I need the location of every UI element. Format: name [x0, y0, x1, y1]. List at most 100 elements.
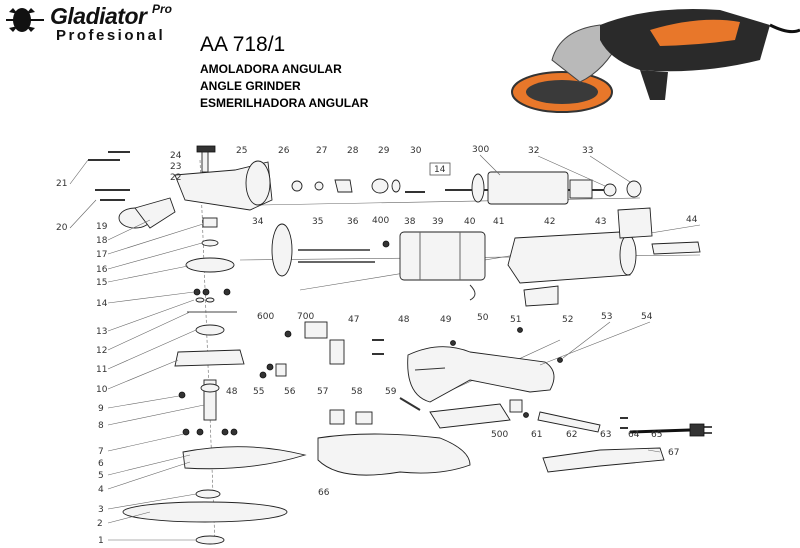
part-label-21: 21 — [56, 179, 67, 189]
part-label-12: 12 — [96, 346, 107, 356]
part-label-16: 16 — [96, 265, 108, 275]
nut-36 — [382, 240, 390, 248]
part-label-57: 57 — [317, 387, 328, 397]
model-number: AA 718/1 — [200, 33, 286, 56]
part-label-500: 500 — [491, 430, 508, 440]
cord-guard-62 — [523, 411, 601, 433]
part-label-5: 5 — [98, 471, 104, 481]
brand-name: Gladiator — [50, 3, 147, 29]
part-label-39: 39 — [432, 217, 444, 227]
part-label-43: 43 — [595, 217, 606, 227]
part-label-35: 35 — [312, 217, 323, 227]
pin-44 — [651, 241, 701, 255]
part-label-59: 59 — [385, 387, 397, 397]
gear-16 — [185, 257, 235, 273]
part-label-32: 32 — [528, 146, 539, 156]
wheel-guard-4 — [182, 446, 307, 470]
part-label-65: 65 — [651, 430, 662, 440]
part-label-17: 17 — [96, 250, 107, 260]
part-label-14-top: 14 — [434, 165, 446, 175]
lock-parts — [329, 397, 421, 425]
key-9 — [178, 391, 186, 399]
part-label-51: 51 — [510, 315, 521, 325]
part-label-7: 7 — [98, 447, 104, 457]
leader-lines — [69, 154, 661, 541]
part-label-47: 47 — [348, 315, 359, 325]
motor-housing-42 — [507, 231, 637, 284]
screw-53 — [557, 357, 563, 363]
trigger-500 — [429, 403, 511, 429]
part-label-400: 400 — [372, 216, 389, 226]
gear-head-housing — [174, 145, 273, 211]
screw-48b — [259, 371, 267, 379]
part-label-42: 42 — [544, 217, 555, 227]
part-label-64: 64 — [628, 430, 640, 440]
part-label-9: 9 — [98, 404, 104, 414]
title-english: ANGLE GRINDER — [200, 79, 301, 93]
bearing-18 — [202, 217, 218, 228]
part-label-48-lower: 48 — [226, 387, 238, 397]
pinion-28 — [334, 179, 353, 193]
bearing-26 — [291, 180, 303, 192]
armature-300 — [445, 171, 617, 205]
screw-50 — [450, 340, 456, 346]
brand-subtitle: Profesional — [56, 27, 166, 44]
bearing-plate-10 — [174, 349, 245, 367]
rear-handle-lower-66 — [317, 433, 471, 476]
part-label-4: 4 — [98, 485, 104, 495]
part-label-19: 19 — [96, 222, 108, 232]
part-label-50: 50 — [477, 313, 489, 323]
washer-30 — [391, 179, 401, 193]
part-label-49: 49 — [440, 315, 452, 325]
part-label-40: 40 — [464, 217, 476, 227]
part-label-53: 53 — [601, 312, 612, 322]
part-label-27: 27 — [316, 146, 327, 156]
part-label-10: 10 — [96, 385, 108, 395]
spindle-8 — [200, 379, 220, 421]
part-label-54: 54 — [641, 312, 653, 322]
title-portuguese: ESMERILHADORA ANGULAR — [200, 96, 369, 110]
clamp-61 — [509, 399, 523, 413]
ring-27 — [314, 181, 324, 191]
part-label-20: 20 — [56, 223, 68, 233]
part-label-25: 25 — [236, 146, 247, 156]
part-label-300: 300 — [472, 145, 489, 155]
part-label-24: 24 — [170, 151, 182, 161]
stator-400 — [399, 231, 486, 301]
rear-handle-upper — [407, 346, 555, 403]
wrench-67 — [542, 447, 665, 473]
part-label-38: 38 — [404, 217, 416, 227]
part-label-44: 44 — [686, 215, 698, 225]
inner-flange-3 — [195, 489, 221, 499]
power-cord-65 — [629, 423, 712, 437]
part-label-28: 28 — [347, 146, 359, 156]
brand-superscript: Pro — [152, 2, 173, 16]
grinding-disc-2 — [122, 501, 288, 523]
part-label-58: 58 — [351, 387, 363, 397]
screw-55 — [266, 363, 274, 371]
part-label-1: 1 — [98, 536, 104, 546]
part-label-63: 63 — [600, 430, 611, 440]
part-label-11: 11 — [96, 365, 107, 375]
part-label-55: 55 — [253, 387, 264, 397]
part-label-66: 66 — [318, 488, 330, 498]
clip-56 — [275, 363, 287, 377]
part-label-67: 67 — [668, 448, 679, 458]
screw-51 — [517, 327, 523, 333]
part-label-26: 26 — [278, 146, 290, 156]
part-label-8: 8 — [98, 421, 104, 431]
part-label-33: 33 — [582, 146, 593, 156]
part-label-22: 22 — [170, 173, 181, 183]
label-box-14 — [429, 162, 451, 176]
baffle-34 — [271, 223, 293, 277]
part-label-15: 15 — [96, 278, 107, 288]
bearing-29 — [371, 178, 389, 194]
cover-43 — [617, 207, 653, 239]
part-label-14: 14 — [96, 299, 108, 309]
bearing-33 — [626, 180, 642, 198]
part-label-700: 700 — [297, 312, 314, 322]
part-label-62: 62 — [566, 430, 577, 440]
brush-cover-52 — [523, 285, 559, 307]
part-label-18: 18 — [96, 236, 108, 246]
part-label-41: 41 — [493, 217, 504, 227]
